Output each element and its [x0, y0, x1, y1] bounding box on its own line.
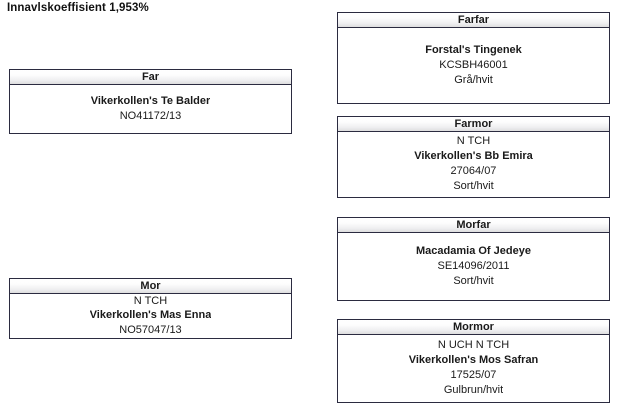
- pedigree-farmor-titles: N TCH: [456, 135, 491, 147]
- pedigree-box-far-body: Vikerkollen's Te Balder NO41172/13: [10, 85, 291, 132]
- pedigree-box-far-header: Far: [9, 69, 292, 85]
- pedigree-farmor-name[interactable]: Vikerkollen's Bb Emira: [414, 150, 533, 162]
- pedigree-box-farmor-body: N TCH Vikerkollen's Bb Emira 27064/07 So…: [338, 132, 609, 196]
- pedigree-box-mormor[interactable]: Mormor N UCH N TCH Vikerkollen's Mos Saf…: [337, 319, 610, 403]
- pedigree-box-farmor[interactable]: Farmor N TCH Vikerkollen's Bb Emira 2706…: [337, 116, 610, 198]
- pedigree-box-farfar-body: Forstal's Tingenek KCSBH46001 Grå/hvit: [338, 28, 609, 102]
- pedigree-box-mor-body: N TCH Vikerkollen's Mas Enna NO57047/13: [10, 294, 291, 337]
- pedigree-box-farfar-header: Farfar: [337, 12, 610, 28]
- pedigree-mormor-registration: 17525/07: [450, 369, 497, 381]
- pedigree-mor-name[interactable]: Vikerkollen's Mas Enna: [89, 309, 212, 322]
- pedigree-box-far[interactable]: Far Vikerkollen's Te Balder NO41172/13: [9, 69, 292, 134]
- pedigree-box-mor-header: Mor: [9, 278, 292, 294]
- pedigree-mormor-color: Gulbrun/hvit: [443, 384, 504, 396]
- pedigree-box-mormor-header: Mormor: [337, 319, 610, 335]
- pedigree-farfar-color: Grå/hvit: [454, 73, 493, 86]
- pedigree-mor-titles: N TCH: [133, 295, 168, 307]
- pedigree-farfar-name[interactable]: Forstal's Tingenek: [425, 43, 522, 56]
- pedigree-mormor-titles: N UCH N TCH: [437, 339, 510, 351]
- pedigree-farfar-registration: KCSBH46001: [439, 58, 508, 71]
- pedigree-box-mormor-body: N UCH N TCH Vikerkollen's Mos Safran 175…: [338, 335, 609, 401]
- pedigree-morfar-name[interactable]: Macadamia Of Jedeye: [416, 244, 531, 257]
- pedigree-far-registration: NO41172/13: [119, 109, 182, 122]
- pedigree-morfar-registration: SE14096/2011: [437, 259, 510, 272]
- pedigree-mor-registration: NO57047/13: [119, 323, 182, 336]
- pedigree-box-morfar-header: Morfar: [337, 217, 610, 233]
- pedigree-far-name[interactable]: Vikerkollen's Te Balder: [90, 94, 211, 107]
- inbreeding-coefficient-label: Innavlskoeffisient 1,953%: [7, 2, 149, 14]
- pedigree-mormor-name[interactable]: Vikerkollen's Mos Safran: [408, 354, 539, 366]
- pedigree-box-morfar-body: Macadamia Of Jedeye SE14096/2011 Sort/hv…: [338, 233, 609, 299]
- pedigree-box-mor[interactable]: Mor N TCH Vikerkollen's Mas Enna NO57047…: [9, 278, 292, 339]
- pedigree-box-farmor-header: Farmor: [337, 116, 610, 132]
- pedigree-morfar-color: Sort/hvit: [453, 274, 494, 287]
- pedigree-farmor-registration: 27064/07: [450, 165, 497, 177]
- pedigree-box-morfar[interactable]: Morfar Macadamia Of Jedeye SE14096/2011 …: [337, 217, 610, 301]
- pedigree-farmor-color: Sort/hvit: [453, 180, 494, 192]
- pedigree-box-farfar[interactable]: Farfar Forstal's Tingenek KCSBH46001 Grå…: [337, 12, 610, 104]
